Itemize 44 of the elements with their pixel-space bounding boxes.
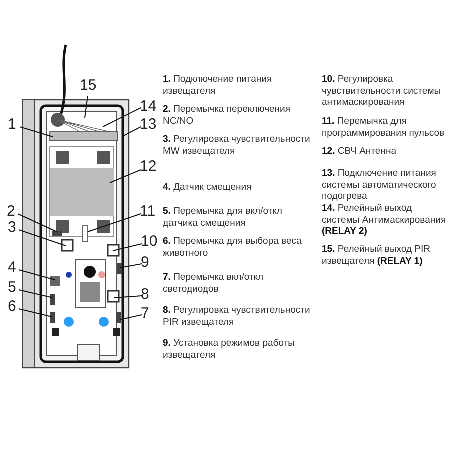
legend-note: 5. Перемычка для вкл/откл датчика смещения [163,206,284,229]
callout-number: 13 [140,117,157,133]
legend-note: 3. Регулировка чувствительности MW извещателя [163,134,312,157]
legend-note: 11. Перемычка для программирования пульсов [322,116,446,139]
callout-number: 11 [140,204,156,220]
leader-line [88,214,142,232]
callout-number: 5 [8,280,16,296]
leader-line [18,230,66,246]
legend-note: 7. Перемычка вкл/откл светодиодов [163,272,265,295]
legend-note: 6. Перемычка для выбора веса животного [163,236,303,259]
leader-line [84,96,88,118]
leader-line [114,296,142,298]
legend-note: 1. Подключение питания извещателя [163,74,274,97]
callout-number: 14 [140,99,157,115]
legend-note: 2. Перемычка переключения NC/NO [163,104,292,127]
leader-line [122,126,142,138]
leader-line [18,308,52,318]
leader-line [120,264,142,268]
legend-note: 15. Релейный выход PIR извещателя (RELAY 1) [322,244,432,267]
legend-note: 14. Релейный выход системы Антимаскирования (RELAY 2) [322,203,447,238]
callout-number: 2 [7,204,16,220]
callout-number: 4 [8,260,16,276]
legend-note: 8. Регулировка чувствительности PIR извещателя [163,305,312,328]
leader-line [120,314,142,320]
legend-note: 13. Подключение питания системы автоматического подогрева [322,168,438,202]
callout-number: 8 [141,287,150,303]
callout-number: 7 [141,306,150,322]
legend-note: 4. Датчик смещения [163,182,253,194]
callout-number: 3 [8,220,16,236]
leader-line [18,290,54,298]
callout-number: 10 [141,234,158,250]
legend-note: 9. Установка режимов работы извещателя [163,338,296,361]
callout-number: 12 [140,159,157,175]
leader-line [18,214,58,232]
callout-number: 6 [8,299,16,315]
callout-number: 15 [80,78,97,94]
leader-line [102,108,142,128]
leader-line [112,244,142,252]
leader-line [18,270,56,280]
leader-line [20,126,54,138]
legend-note: 10. Регулировка чувствительности системы антимаскирования [322,74,442,108]
legend-note: 12. СВЧ Антенна [322,146,398,158]
callout-number: 1 [8,117,16,133]
callout-number: 9 [141,255,150,271]
